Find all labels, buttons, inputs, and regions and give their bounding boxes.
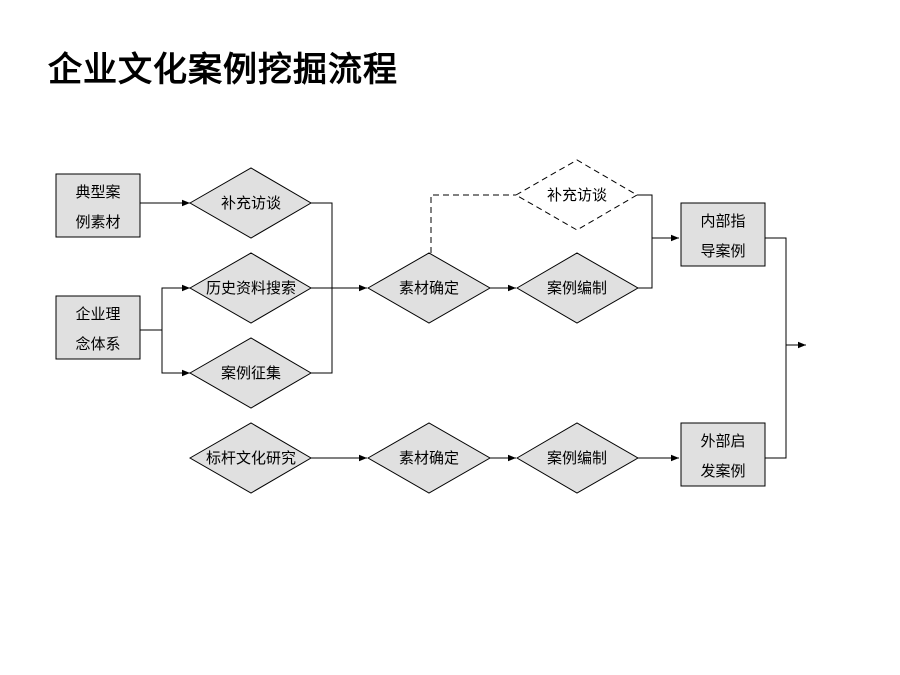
diamond-history-search-label: 历史资料搜索: [206, 279, 296, 297]
diamond-material-confirm-1: 素材确定: [366, 252, 492, 324]
diamond-benchmark-research-label: 标杆文化研究: [206, 449, 296, 467]
diamond-interview-1: 补充访谈: [188, 167, 312, 239]
box-external-inspire-line1: 外部启: [700, 432, 745, 450]
box-external-inspire: 外部启 发案例: [680, 422, 766, 487]
box-typical-material-line2: 例素材: [75, 213, 120, 231]
diamond-interview-1-label: 补充访谈: [221, 194, 281, 212]
diamond-benchmark-research: 标杆文化研究: [188, 422, 312, 494]
connectors: [140, 194, 806, 462]
box-external-inspire-line2: 发案例: [700, 462, 745, 480]
diamond-material-confirm-2: 素材确定: [366, 422, 492, 494]
box-internal-guide-line2: 导案例: [700, 242, 745, 260]
diamond-case-collection-label: 案例征集: [221, 364, 281, 382]
diamond-case-compile-2-label: 案例编制: [547, 449, 607, 467]
box-corporate-philosophy: 企业理 念体系: [55, 295, 141, 360]
box-internal-guide: 内部指 导案例: [680, 202, 766, 267]
diamond-case-compile-1: 案例编制: [516, 252, 640, 324]
bracket-to-internal: [637, 194, 653, 289]
diamond-material-confirm-2-label: 素材确定: [399, 449, 459, 467]
page-title: 企业文化案例挖掘流程: [48, 50, 398, 90]
box-typical-material-line1: 典型案: [75, 183, 120, 201]
dashed-link-to-supplement: [430, 194, 516, 253]
final-bracket: [765, 237, 787, 459]
box-typical-material: 典型案 例素材: [55, 173, 141, 238]
diamond-supplement-interview-2-label: 补充访谈: [547, 186, 607, 204]
diamond-history-search: 历史资料搜索: [188, 252, 312, 324]
diamond-case-compile-2: 案例编制: [516, 422, 640, 494]
arrow-philosophy-to-history: [140, 284, 190, 331]
diamond-material-confirm-1-label: 素材确定: [399, 279, 459, 297]
box-corporate-philosophy-line2: 念体系: [75, 335, 120, 353]
diamond-case-compile-1-label: 案例编制: [547, 279, 607, 297]
arrow-philosophy-to-collection: [161, 330, 190, 377]
box-corporate-philosophy-line1: 企业理: [75, 305, 120, 323]
diamond-case-collection: 案例征集: [188, 337, 312, 409]
box-internal-guide-line1: 内部指: [700, 212, 745, 230]
diamond-supplement-interview-2: 补充访谈: [514, 159, 638, 231]
